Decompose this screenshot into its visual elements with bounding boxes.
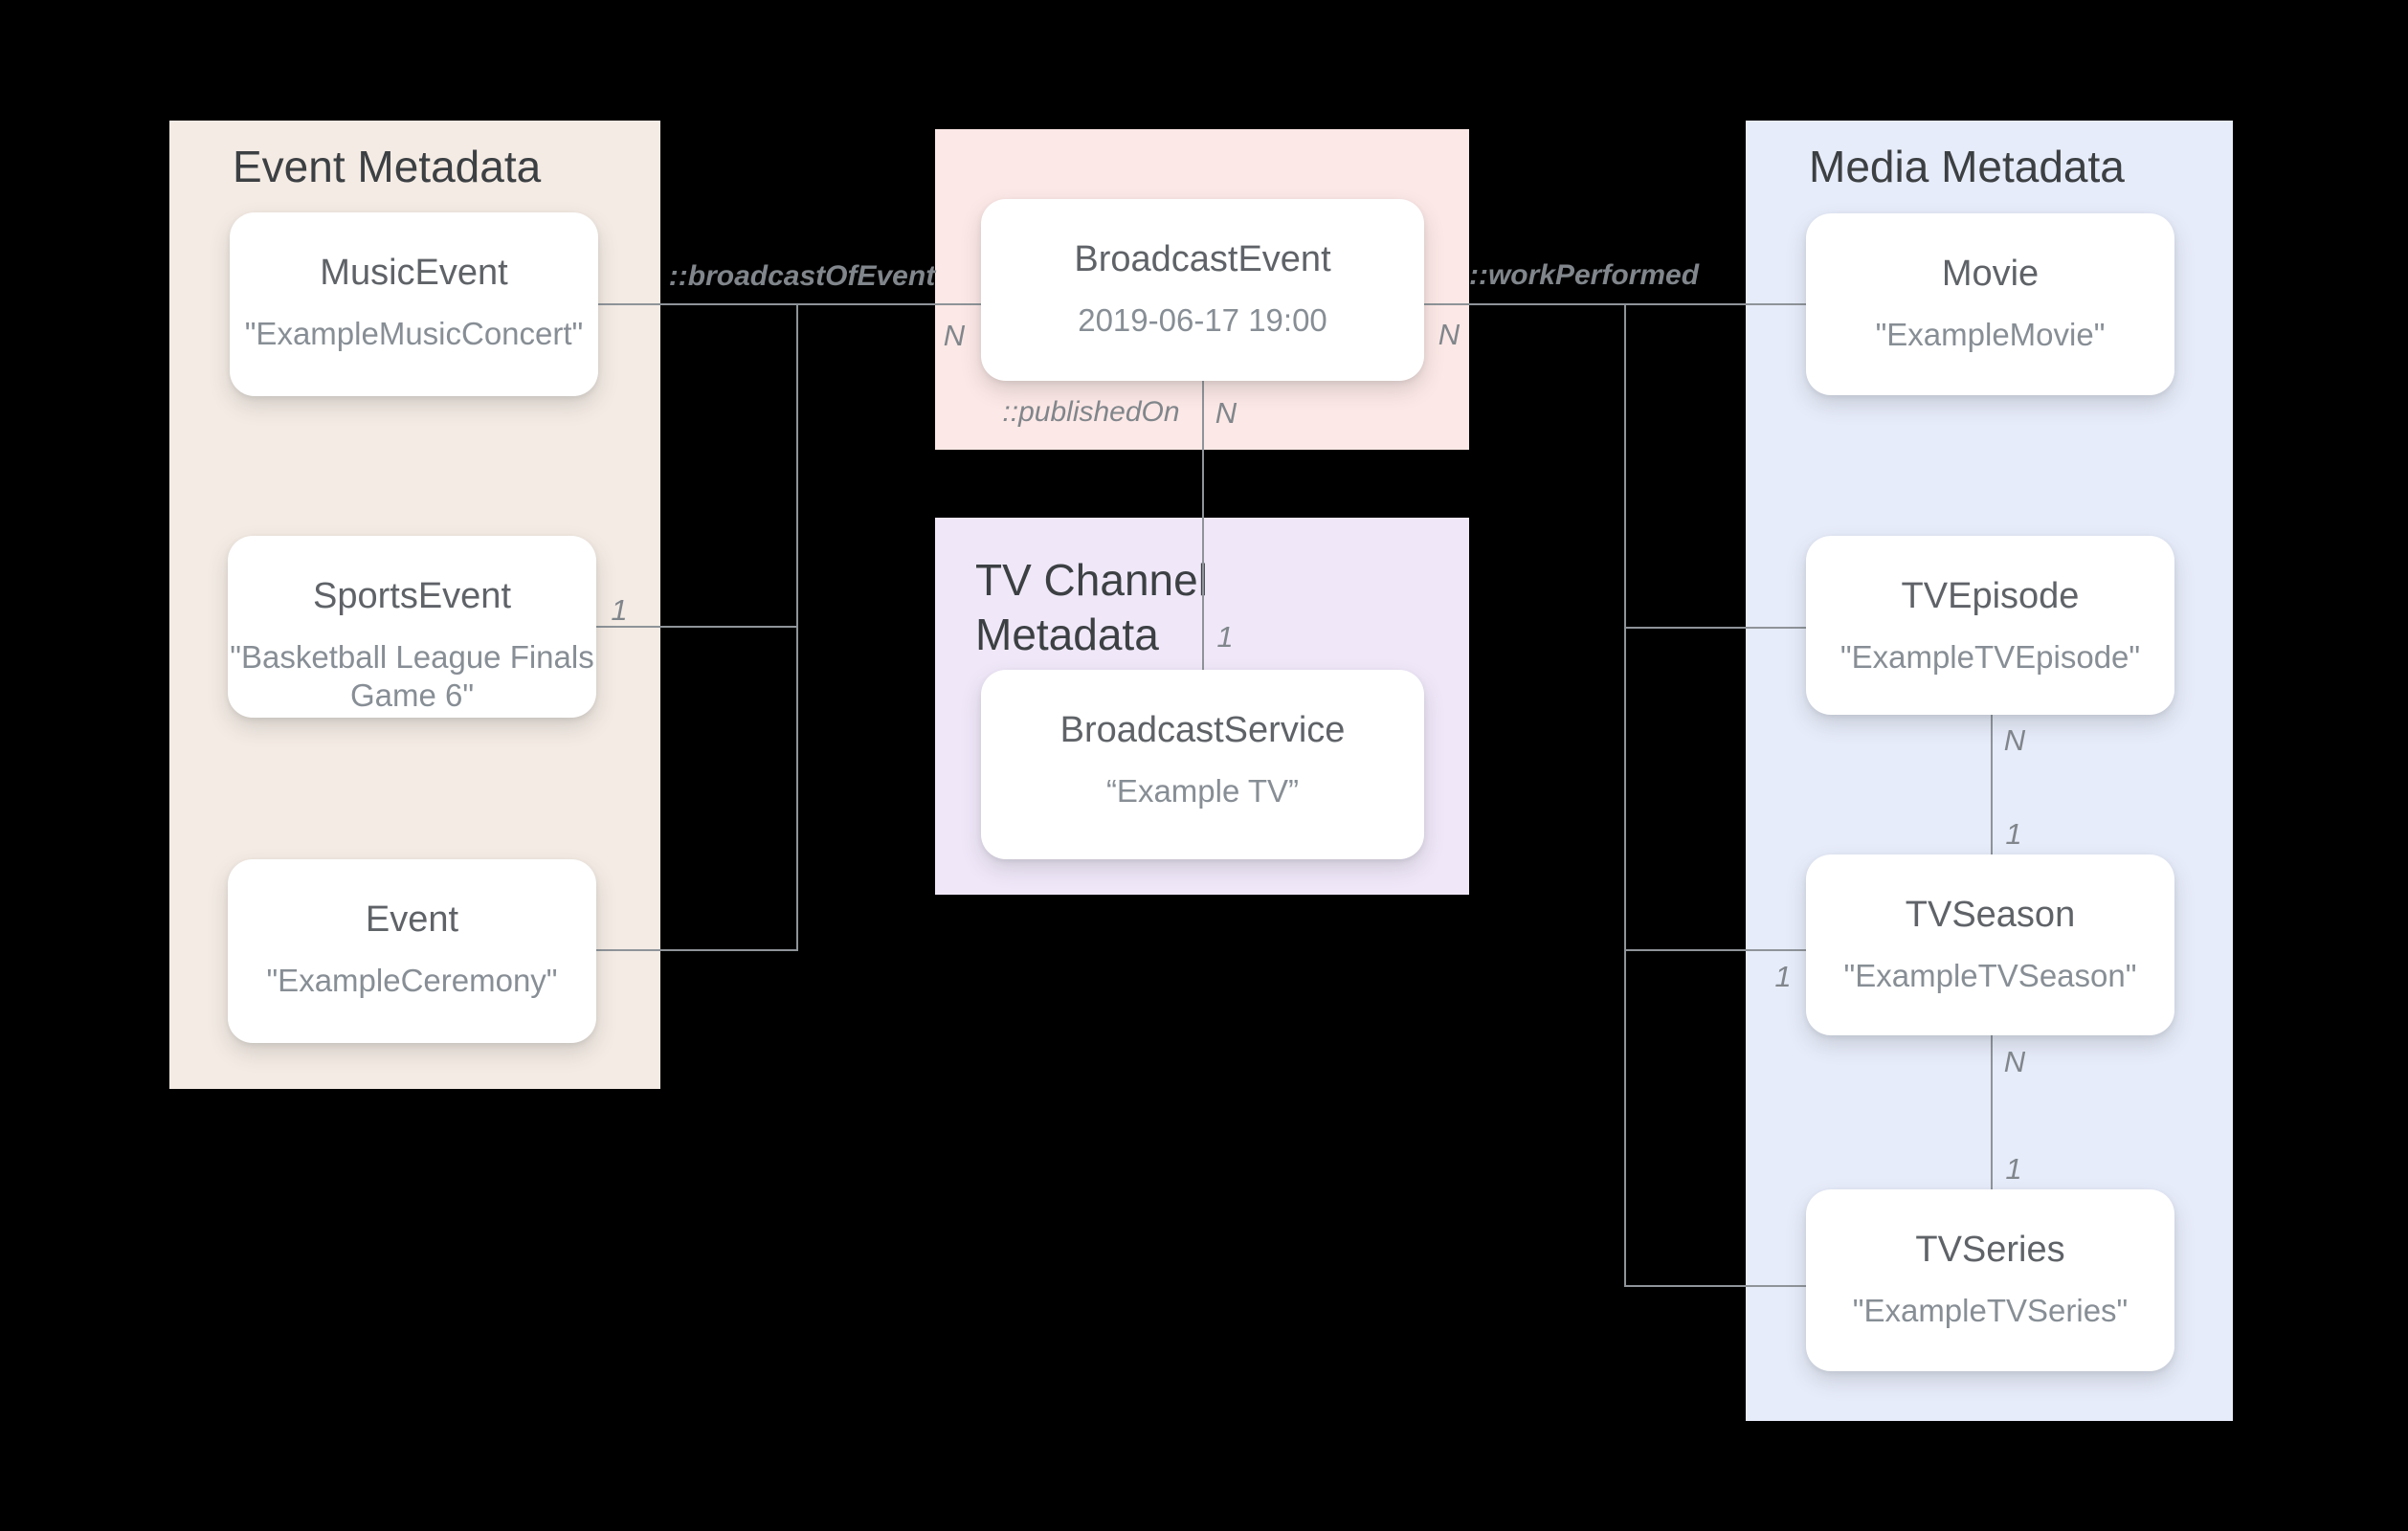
- entity-box-tvepisode: TVEpisode "ExampleTVEpisode": [1806, 536, 2174, 715]
- tvepisode-name: TVEpisode: [1901, 576, 2080, 616]
- cardinality-episodeofseason-1: 1: [2005, 817, 2022, 851]
- connector-sportsevent-branch: [596, 626, 797, 628]
- connector-tvepisode-branch: [1624, 627, 1806, 629]
- cardinality-seasonofseries-n: N: [2003, 1045, 2026, 1078]
- entity-box-tvseason: TVSeason "ExampleTVSeason": [1806, 854, 2174, 1035]
- event-name: Event: [365, 899, 459, 940]
- entity-box-sportsevent: SportsEvent "Basketball League Finals Ga…: [228, 536, 596, 718]
- entity-box-broadcastservice: BroadcastService “Example TV”: [981, 670, 1424, 859]
- event-metadata-title: Event Metadata: [233, 142, 542, 191]
- connector-tvseason-branch: [1624, 949, 1806, 951]
- cardinality-publishedon-1: 1: [1216, 620, 1234, 654]
- cardinality-publishedon-n: N: [1215, 396, 1237, 430]
- connector-publishedon: [1202, 381, 1204, 670]
- connector-tvseries-branch: [1624, 1285, 1806, 1287]
- tvseries-example: "ExampleTVSeries": [1852, 1293, 2129, 1328]
- musicevent-example: "ExampleMusicConcert": [244, 316, 584, 351]
- cardinality-broadcastofevent-1: 1: [611, 593, 628, 627]
- event-example: "ExampleCeremony": [266, 963, 558, 998]
- entity-box-broadcastevent: BroadcastEvent 2019-06-17 19:00: [981, 199, 1424, 381]
- tvseries-name: TVSeries: [1915, 1230, 2065, 1270]
- connector-broadcastevent-movie: [1424, 303, 1806, 305]
- label-workperformed: ::workPerformed: [1468, 259, 1700, 291]
- tvepisode-example: "ExampleTVEpisode": [1839, 639, 2141, 675]
- entity-box-movie: Movie "ExampleMovie": [1806, 213, 2174, 395]
- label-broadcastofevent: ::broadcastOfEvent: [668, 260, 936, 292]
- cardinality-seasonofseries-1: 1: [2005, 1152, 2022, 1186]
- movie-name: Movie: [1941, 254, 2040, 294]
- connector-musicevent-broadcastevent: [598, 303, 981, 305]
- broadcastevent-name: BroadcastEvent: [1074, 239, 1331, 279]
- entity-box-tvseries: TVSeries "ExampleTVSeries": [1806, 1189, 2174, 1371]
- broadcastservice-example: “Example TV”: [1105, 773, 1300, 809]
- connector-tvseason-tvseries: [1991, 1035, 1993, 1189]
- cardinality-episodeofseason-n: N: [2003, 723, 2026, 757]
- media-metadata-title: Media Metadata: [1809, 142, 2125, 191]
- cardinality-workperformed-n: N: [1438, 318, 1460, 351]
- tv-channel-metadata-title: TV Channel Metadata: [975, 555, 1208, 659]
- musicevent-name: MusicEvent: [320, 253, 508, 293]
- broadcastevent-datetime: 2019-06-17 19:00: [1078, 302, 1327, 338]
- movie-example: "ExampleMovie": [1875, 317, 2106, 352]
- entity-box-event: Event "ExampleCeremony": [228, 859, 596, 1043]
- tvseason-name: TVSeason: [1905, 895, 2076, 935]
- entity-box-musicevent: MusicEvent "ExampleMusicConcert": [230, 212, 598, 396]
- connector-trunk-left: [796, 303, 798, 951]
- connector-trunk-right: [1624, 303, 1626, 1286]
- broadcastservice-name: BroadcastService: [1059, 710, 1346, 750]
- connector-event-branch: [596, 949, 797, 951]
- cardinality-workperformed-1: 1: [1774, 960, 1792, 993]
- tvseason-example: "ExampleTVSeason": [1843, 958, 2137, 993]
- cardinality-broadcastofevent-n: N: [943, 319, 966, 352]
- label-publishedon: ::publishedOn: [1002, 396, 1180, 428]
- sportsevent-name: SportsEvent: [313, 576, 511, 616]
- connector-tvepisode-tvseason: [1991, 715, 1993, 854]
- sportsevent-example: "Basketball League Finals Game 6": [230, 639, 594, 713]
